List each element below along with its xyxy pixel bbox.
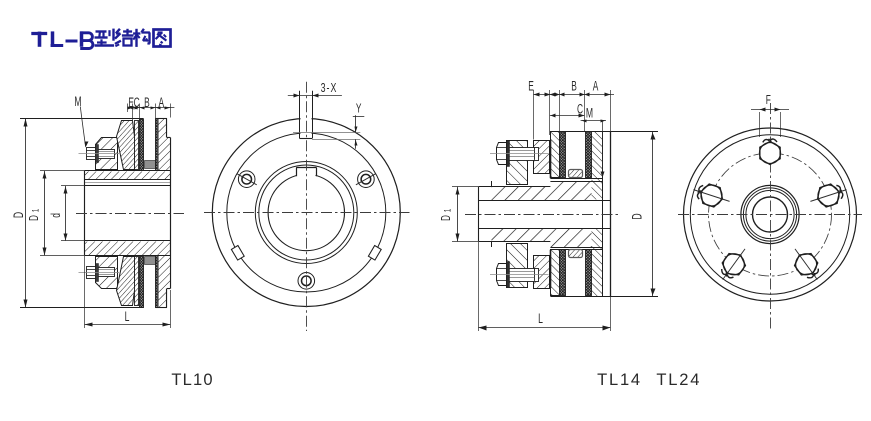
- svg-text:A: A: [159, 96, 165, 110]
- svg-text:d: d: [49, 213, 63, 218]
- svg-text:3-X: 3-X: [321, 82, 338, 96]
- svg-text:E: E: [528, 80, 534, 94]
- svg-text:D: D: [440, 215, 453, 221]
- svg-text:C: C: [577, 103, 583, 117]
- svg-text:TL10: TL10: [171, 371, 213, 389]
- svg-text:Y: Y: [356, 102, 362, 116]
- svg-text:TL24: TL24: [656, 371, 701, 389]
- svg-text:L: L: [125, 310, 130, 324]
- svg-text:D: D: [28, 215, 41, 221]
- svg-text:1: 1: [442, 209, 452, 212]
- svg-text:B: B: [571, 80, 577, 94]
- svg-text:A: A: [593, 80, 599, 94]
- svg-text:M: M: [586, 107, 593, 121]
- svg-text:D: D: [12, 212, 26, 218]
- svg-text:F: F: [766, 93, 771, 107]
- svg-text:TL14: TL14: [597, 371, 642, 389]
- svg-text:E: E: [128, 96, 134, 110]
- svg-text:B: B: [144, 96, 150, 110]
- svg-text:D: D: [631, 213, 645, 219]
- svg-text:L: L: [538, 312, 543, 326]
- svg-text:C: C: [134, 96, 140, 110]
- svg-text:M: M: [74, 95, 81, 109]
- svg-text:1: 1: [30, 209, 40, 212]
